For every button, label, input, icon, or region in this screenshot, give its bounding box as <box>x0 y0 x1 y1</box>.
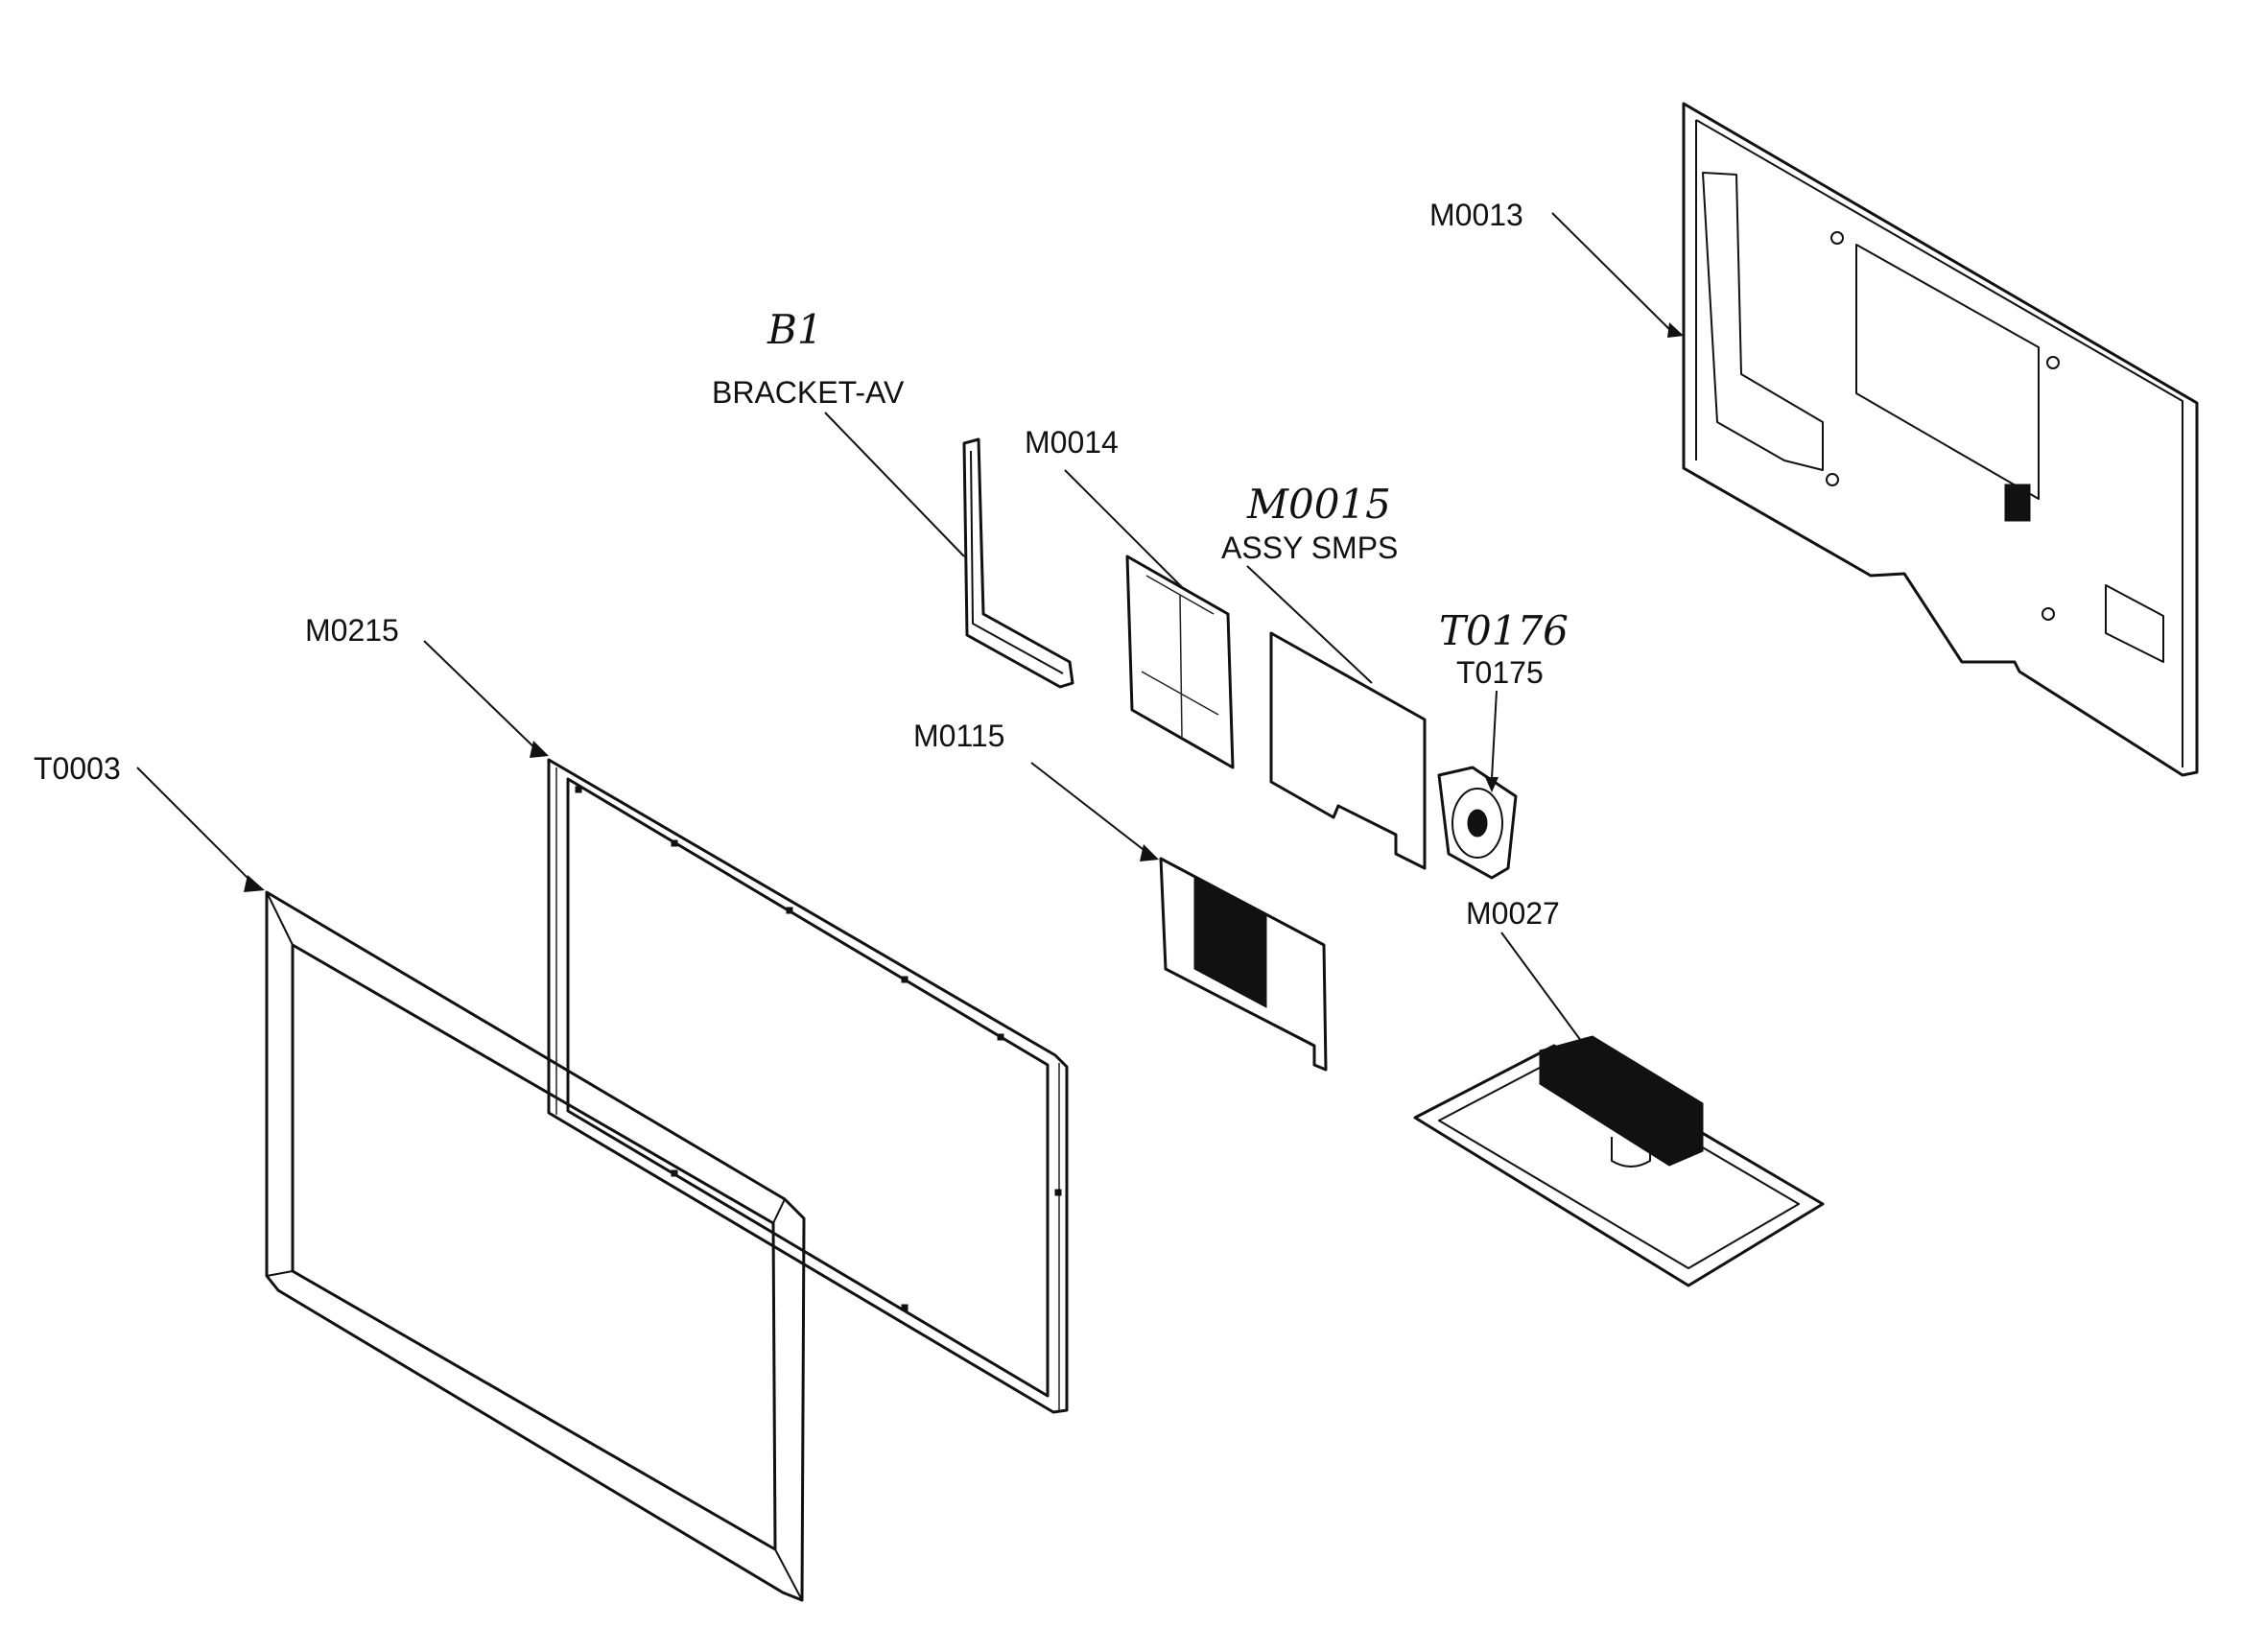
label-t0176: T0176 <box>1439 607 1569 654</box>
label-t0003: T0003 <box>34 751 121 786</box>
stand-part <box>1413 1035 1825 1287</box>
label-m0027: M0027 <box>1466 896 1560 931</box>
smps-board-part <box>1269 631 1427 870</box>
speaker-part <box>1437 766 1518 880</box>
leader-lines <box>136 212 1684 1069</box>
label-assy-smps: ASSY SMPS <box>1221 531 1398 565</box>
label-m0014: M0014 <box>1025 425 1119 460</box>
label-b1: B1 <box>767 306 823 353</box>
label-m0115: M0115 <box>913 719 1004 753</box>
back-cover-part <box>1682 102 2199 777</box>
label-m0013: M0013 <box>1429 198 1523 232</box>
label-m0215: M0215 <box>305 613 399 648</box>
label-m0015: M0015 <box>1246 481 1391 528</box>
sub-board-part <box>1159 857 1328 1072</box>
middle-frame-part <box>547 758 1069 1414</box>
bracket-av-part <box>962 437 1074 689</box>
label-t0175: T0175 <box>1456 655 1544 690</box>
main-board-part <box>1125 555 1235 769</box>
front-bezel-part <box>265 890 806 1602</box>
label-bracket-av: BRACKET-AV <box>712 375 905 410</box>
